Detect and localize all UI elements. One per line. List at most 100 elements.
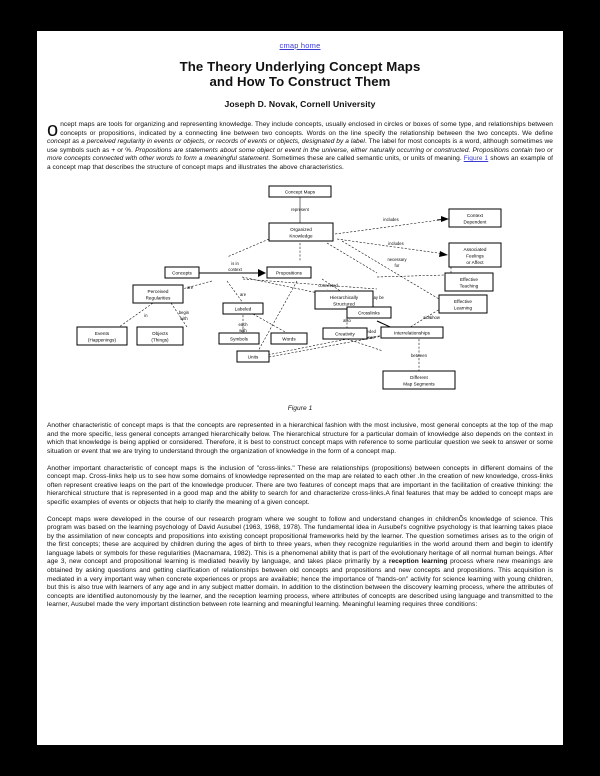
edge-label-in: in — [144, 313, 148, 318]
node-context-dependent[interactable] — [448, 208, 502, 228]
edge-label-is: includes — [383, 217, 398, 222]
node-effective-teaching[interactable] — [444, 272, 494, 292]
node-label-labeled: Labeled — [235, 306, 252, 311]
figure-1: represent includes includes necessary fo… — [47, 180, 553, 414]
node-label-effective-t: Effective — [460, 277, 478, 282]
node-associated-feelings[interactable] — [448, 242, 502, 268]
node-label-words: Words — [282, 336, 296, 341]
p4-text-a: Concept maps were developed in the cours… — [47, 515, 553, 566]
node-label-events: Events — [95, 331, 110, 336]
edge-label-includes: includes — [388, 241, 403, 246]
node-label-symbols: Symbols — [230, 336, 249, 341]
node-label-organized: Organized — [290, 227, 312, 232]
node-label-different: Different — [410, 375, 428, 380]
page-title: The Theory Underlying Concept Maps and H… — [47, 59, 553, 89]
node-label-objects: Objects — [152, 331, 169, 336]
edge-label-are: are — [187, 285, 194, 290]
diagram-nodes: Concept Maps Organized Knowledge Context… — [76, 185, 502, 390]
edge-label-represent: represent — [291, 207, 310, 212]
p1-text-e: shows an example of a concept map that d… — [47, 155, 554, 171]
node-map-segments[interactable] — [382, 370, 456, 390]
figure-1-link[interactable]: Figure 1 — [463, 155, 489, 163]
node-label-feelings: Feelings — [466, 253, 484, 258]
document-body: oncept maps are tools for organizing and… — [47, 119, 554, 611]
node-hierarchically-structured[interactable] — [314, 290, 374, 310]
paragraph-3: Another important characteristic of conc… — [47, 464, 553, 506]
concept-map-svg: represent includes includes necessary fo… — [76, 185, 502, 390]
node-label-teaching: Teaching — [460, 283, 479, 288]
edge-label-show: show — [430, 315, 440, 320]
node-perceived-regularities[interactable] — [132, 284, 184, 304]
p4-text-b: process where new meanings are obtained … — [47, 558, 553, 609]
node-label-dependent: Dependent — [464, 219, 488, 224]
node-creativity[interactable] — [322, 327, 368, 340]
edge-label-begin-with-2: with — [180, 316, 188, 321]
edge-label-also: also — [343, 318, 351, 323]
node-label-things: (Things) — [151, 337, 169, 342]
paragraph-1: oncept maps are tools for organizing and… — [47, 119, 554, 173]
document-page: cmap home The Theory Underlying Concept … — [37, 31, 563, 745]
p1-italic-propositions: Propositions are statements about some o… — [47, 146, 553, 163]
node-interrelationships[interactable] — [380, 326, 444, 339]
paragraph-2: Another characteristic of concept maps i… — [47, 422, 553, 455]
node-label-happenings: (Happenings) — [88, 337, 117, 342]
node-label-crosslinks: Crosslinks — [358, 310, 380, 315]
node-label-affect: or Affect — [466, 260, 484, 265]
node-label-concept-maps: Concept Maps — [285, 189, 316, 194]
title-line-2: and How To Construct Them — [209, 73, 391, 89]
node-organized-knowledge[interactable] — [268, 222, 334, 242]
node-label-structured: Structured — [333, 301, 355, 306]
node-crosslinks[interactable] — [346, 306, 392, 319]
edge-label-aids: aids — [423, 315, 431, 320]
node-concepts[interactable] — [164, 266, 200, 279]
edge-label-each-with-2: with — [239, 328, 247, 333]
node-label-associated: Associated — [464, 247, 487, 252]
author-byline: Joseph D. Novak, Cornell University — [224, 99, 376, 109]
node-effective-learning[interactable] — [438, 294, 488, 314]
p1-text-a: oncept maps are tools for organizing and… — [47, 119, 553, 141]
node-label-propositions: Propositions — [276, 270, 303, 275]
figure-caption: Figure 1 — [287, 404, 313, 412]
node-concept-maps[interactable] — [268, 185, 332, 198]
node-label-interrelationships: Interrelationships — [394, 330, 431, 335]
node-propositions[interactable] — [266, 266, 312, 279]
node-label-knowledge: Knowledge — [289, 233, 313, 238]
node-label-perceived: Perceived — [148, 289, 169, 294]
edge-label-necessary-for: necessary — [387, 257, 407, 262]
concept-map-diagram: represent includes includes necessary fo… — [47, 180, 553, 403]
edge-label-connected: connected — [318, 283, 338, 288]
node-label-effective-l: Effective — [454, 299, 472, 304]
p1-text-d: . Sometimes these are called semantic un… — [268, 155, 464, 163]
node-label-learning: Learning — [454, 305, 473, 310]
edge-label-between: between — [411, 353, 428, 358]
node-label-regularities: Regularities — [146, 295, 172, 300]
node-labeled[interactable] — [222, 302, 264, 315]
edge-label-needed: needed — [362, 329, 377, 334]
node-label-context: Context — [467, 213, 484, 218]
node-label-creativity: Creativity — [335, 331, 355, 336]
node-words[interactable] — [270, 332, 308, 345]
edge-label-begin-with: begin — [179, 310, 190, 315]
p1-italic-concept: concept — [47, 138, 71, 146]
node-symbols[interactable] — [218, 332, 260, 345]
node-label-units: Units — [248, 354, 259, 359]
node-objects[interactable] — [136, 326, 184, 346]
edge-label-is-in: is in — [231, 261, 239, 266]
p1-text-b: as — [70, 138, 82, 146]
node-units[interactable] — [236, 350, 270, 363]
cmap-home-link[interactable]: cmap home — [279, 41, 321, 50]
edge-label-is-in-2: context — [228, 267, 242, 272]
p1-text-c: . The label for most concepts is a word,… — [47, 138, 553, 154]
node-events[interactable] — [76, 326, 128, 346]
edge-label-may-be: may be — [370, 295, 384, 300]
node-label-concepts: Concepts — [172, 270, 192, 275]
title-line-1: The Theory Underlying Concept Maps — [179, 59, 421, 74]
edge-label-needed-2: to see — [363, 335, 375, 340]
node-label-map-segments: Map Segments — [403, 381, 435, 386]
p1-italic-definition: a perceived regularity in events or obje… — [81, 138, 365, 146]
node-label-hierarchically: Hierarchically — [330, 295, 359, 300]
edge-label-are-2: are — [240, 292, 247, 297]
edge-label-each-with: each — [238, 322, 248, 327]
paragraph-4: Concept maps were developed in the cours… — [47, 516, 553, 611]
edge-label-necessary-for-2: for — [395, 263, 401, 268]
